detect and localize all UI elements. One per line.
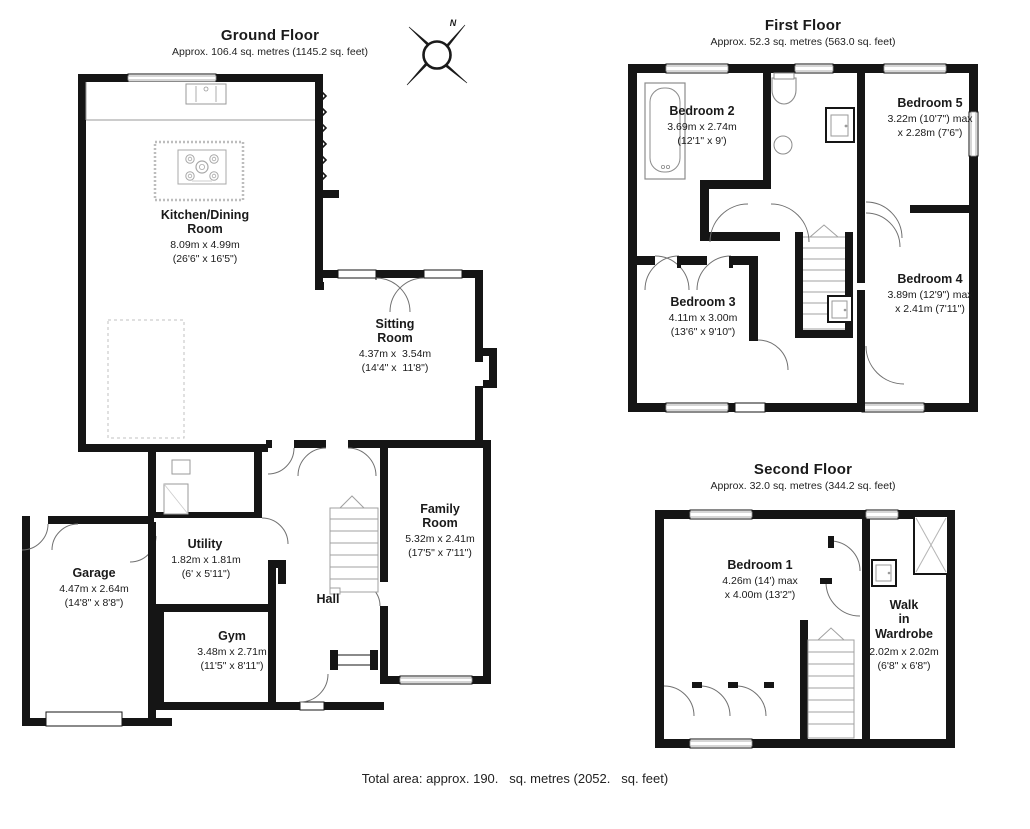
first-floor-drawing: [628, 63, 979, 413]
room-name: Garage: [72, 566, 116, 580]
ground-floor-subtitle: Approx. 106.4 sq. metres (1145.2 sq. fee…: [172, 46, 368, 58]
second-floor-stairs: [807, 627, 855, 739]
room-name: Family Room: [420, 502, 460, 531]
room-name: Bedroom 4: [897, 272, 963, 286]
room-dimension-imperial: (6' x 5'11"): [181, 568, 231, 580]
room-label-hall: Hall: [316, 592, 340, 606]
room-dimension-imperial: x 2.41m (7'11"): [895, 303, 965, 315]
room-dimension-imperial: (26'6" x 16'5"): [172, 253, 238, 265]
room-dimension-metric: 3.69m x 2.74m: [667, 121, 737, 133]
first-floor-subtitle: Approx. 52.3 sq. metres (563.0 sq. feet): [710, 36, 896, 48]
second-floor-title: Second Floor: [753, 461, 853, 478]
room-dimension-metric: 8.09m x 4.99m: [170, 239, 240, 251]
room-name: Bedroom 5: [897, 96, 963, 110]
second-floor-drawing: [655, 509, 955, 749]
room-dimension-metric: 2.02m x 2.02m: [869, 646, 939, 658]
compass-rose: [406, 24, 468, 86]
room-dimension-metric: 4.26m (14') max: [722, 575, 798, 587]
second-floor-subtitle: Approx. 32.0 sq. metres (344.2 sq. feet): [710, 480, 896, 492]
room-dimension-metric: 4.11m x 3.00m: [668, 312, 738, 324]
room-dimension-imperial: x 4.00m (13'2"): [724, 589, 796, 601]
room-dimension-metric: 5.32m x 2.41m: [405, 533, 475, 545]
room-name: Utility: [187, 537, 223, 551]
ground-stairs: [329, 495, 379, 595]
room-dimension-imperial: (14'4" x 11'8"): [361, 362, 429, 374]
room-dimension-metric: 4.47m x 2.64m: [59, 583, 129, 595]
room-dimension-imperial: (13'6" x 9'10"): [670, 326, 736, 338]
ground-floor-drawing: [21, 73, 497, 727]
room-name: Walk in Wardrobe: [875, 598, 933, 641]
room-dimension-imperial: x 2.28m (7'6"): [897, 127, 963, 139]
first-floor-title: First Floor: [764, 17, 842, 34]
room-name: Sitting Room: [375, 317, 415, 346]
room-name: Bedroom 3: [670, 295, 736, 309]
room-dimension-imperial: (14'8" x 8'8"): [64, 597, 124, 609]
room-dimension-imperial: (11'5" x 8'11"): [200, 660, 264, 672]
compass-north-label: N: [449, 18, 457, 28]
room-dimension-metric: 1.82m x 1.81m: [171, 554, 241, 566]
room-name: Kitchen/Dining Room: [160, 208, 250, 237]
room-dimension-metric: 3.48m x 2.71m: [197, 646, 267, 658]
room-name: Bedroom 2: [669, 104, 735, 118]
room-dimension-imperial: (17'5" x 7'11"): [408, 547, 472, 559]
room-dimension-metric: 3.89m (12'9") max: [887, 289, 973, 301]
room-dimension-imperial: (12'1" x 9'): [677, 135, 727, 147]
room-name: Gym: [218, 629, 246, 643]
total-area-label: Total area: approx. 190. sq. metres (205…: [361, 771, 669, 786]
room-dimension-metric: 3.22m (10'7") max: [887, 113, 973, 125]
room-name: Bedroom 1: [727, 558, 793, 572]
room-dimension-metric: 4.37m x 3.54m: [358, 348, 432, 360]
room-dimension-imperial: (6'8" x 6'8"): [877, 660, 931, 672]
ground-floor-title: Ground Floor: [220, 27, 320, 44]
